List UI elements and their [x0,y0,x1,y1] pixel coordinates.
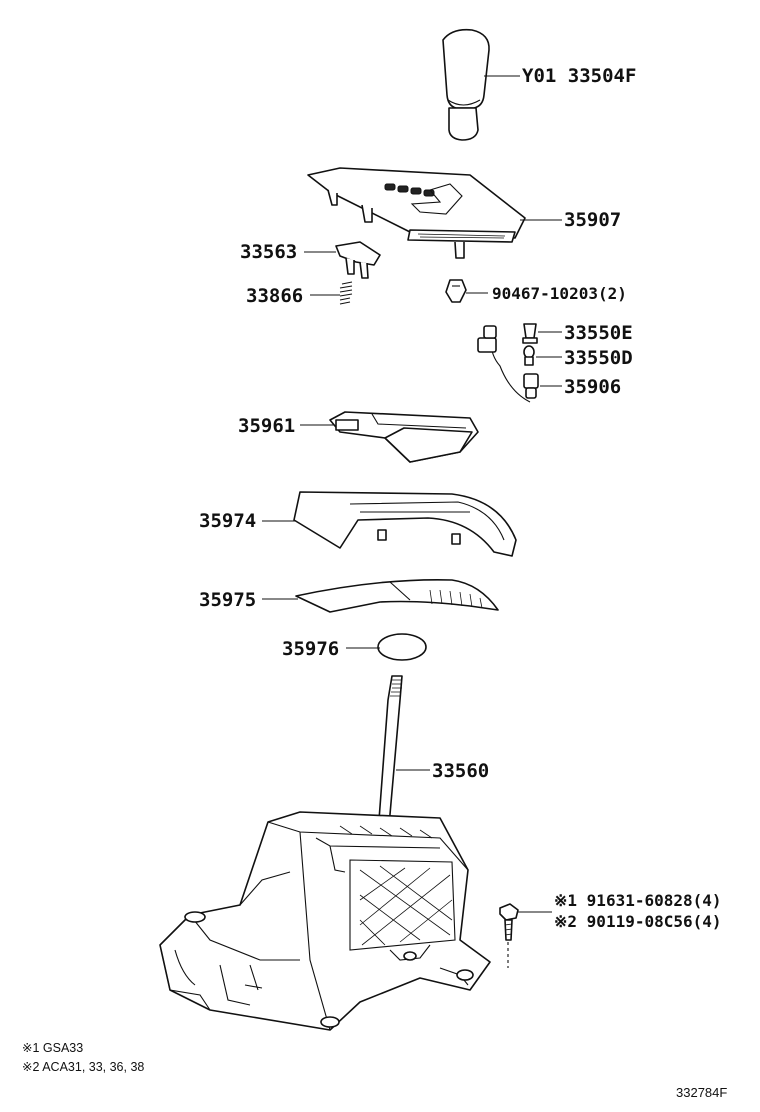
label-cover: 35907 [564,209,621,231]
seal [377,633,427,661]
label-slide: 35975 [199,589,256,611]
label-plate: 35974 [199,510,256,532]
label-knob: Y01 33504F [522,65,636,87]
position-plate [293,491,517,557]
bulb-d [523,345,535,366]
label-bulb-e: 33550E [564,322,633,344]
label-spring: 33866 [246,285,303,307]
bulb-e [522,323,538,344]
label-clip-a: 33563 [240,241,297,263]
housing [329,411,479,463]
label-clip-b: 90467-10203(2) [492,284,627,303]
shifter-base [159,811,491,1031]
label-bulb-d: 33550D [564,347,633,369]
wire-harness [477,325,539,403]
shift-knob [442,28,490,141]
bolt [499,903,519,968]
note-1: ※1 GSA33 [22,1041,83,1055]
label-bolt-2: ※2 90119-08C56(4) [554,912,722,931]
clip-a [335,241,381,279]
shift-cover [307,167,526,259]
label-seal: 35976 [282,638,339,660]
slide [295,579,499,613]
label-bolt-1: ※1 91631-60828(4) [554,891,722,910]
reference-code: 332784F [676,1085,727,1100]
note-2: ※2 ACA31, 33, 36, 38 [22,1060,144,1074]
label-housing: 35961 [238,415,295,437]
label-lever: 33560 [432,760,489,782]
label-wire: 35906 [564,376,621,398]
clip-b [445,279,467,303]
spring [339,281,353,305]
